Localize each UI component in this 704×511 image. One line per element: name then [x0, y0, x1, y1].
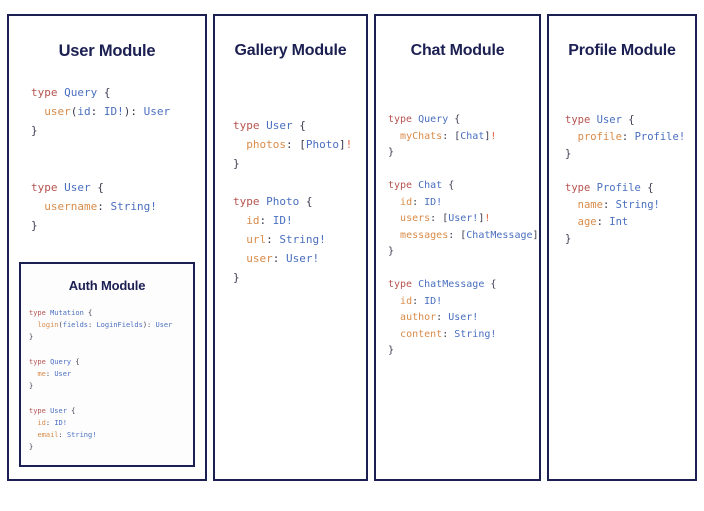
- module-card-auth[interactable]: Auth Module type Mutation { login(fields…: [19, 262, 195, 467]
- schema-code-profile: type User { profile: Profile! } type Pro…: [565, 114, 686, 245]
- schema-code-auth: type Mutation { login(fields: LoginField…: [29, 309, 173, 452]
- module-title-chat: Chat Module: [410, 42, 505, 59]
- module-title-user: User Module: [58, 42, 156, 60]
- module-card-user[interactable]: User Module type Query { user(id: ID!): …: [7, 14, 207, 481]
- module-card-profile[interactable]: Profile Module type User { profile: Prof…: [547, 14, 697, 481]
- module-card-chat[interactable]: Chat Module type Query { myChats: [Chat]…: [374, 14, 541, 481]
- schema-code-gallery: type User { photos: [Photo]! } type Phot…: [233, 119, 353, 284]
- schema-code-chat: type Query { myChats: [Chat]! } type Cha…: [388, 114, 539, 356]
- module-title-gallery: Gallery Module: [234, 42, 347, 59]
- module-title-profile: Profile Module: [568, 42, 676, 59]
- module-title-auth: Auth Module: [68, 278, 146, 293]
- module-card-gallery[interactable]: Gallery Module type User { photos: [Phot…: [213, 14, 368, 481]
- schema-code-user: type Query { user(id: ID!): User } type …: [31, 86, 171, 232]
